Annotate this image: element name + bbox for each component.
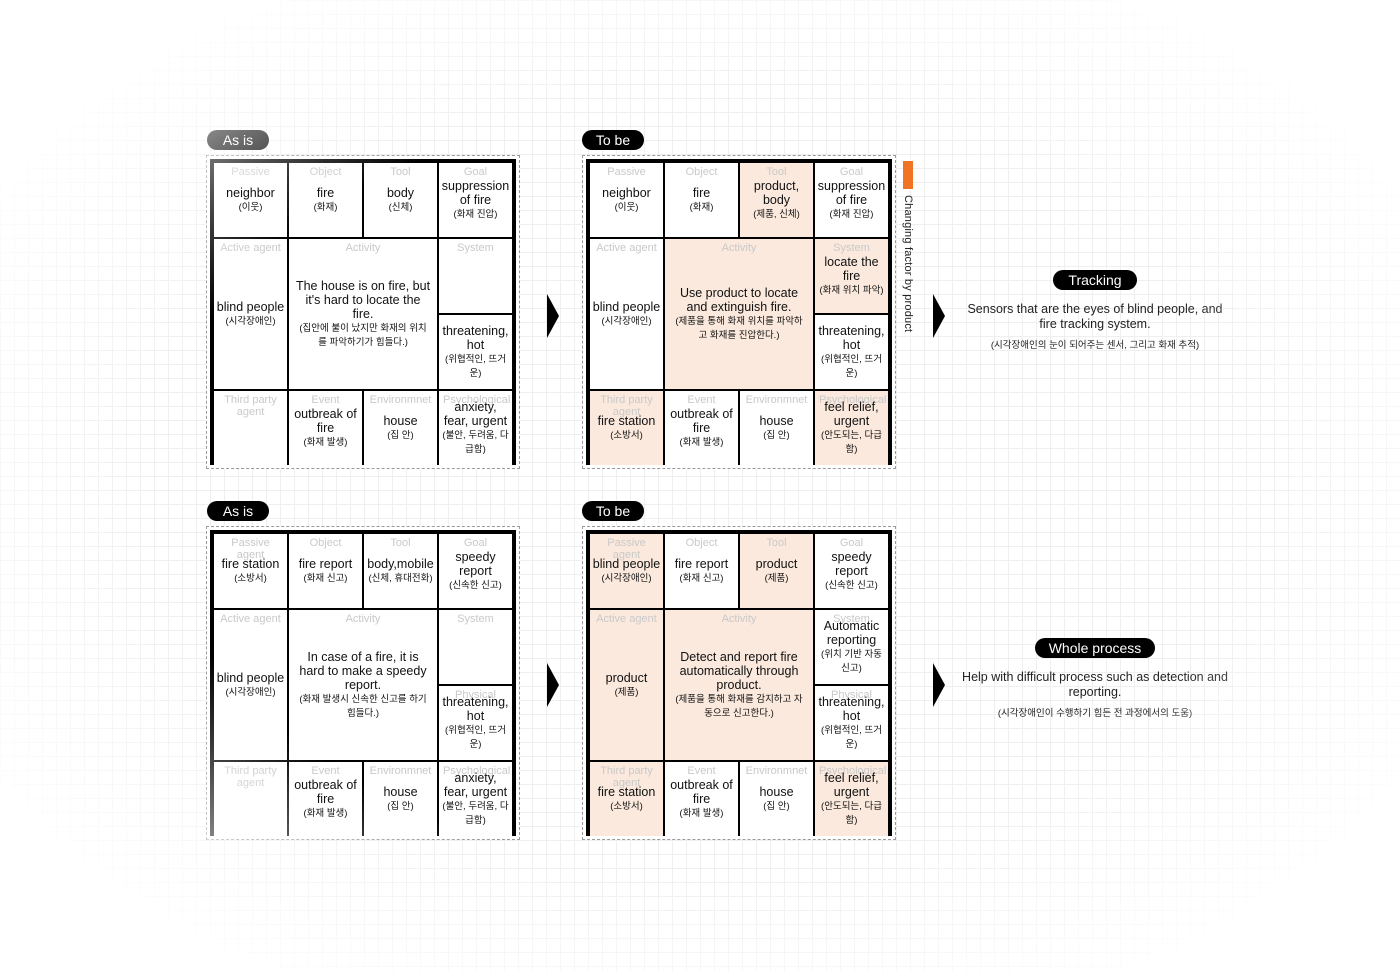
arrow-right-icon <box>933 294 945 338</box>
cell-system: System <box>439 239 512 313</box>
cell-third-party: Third party agent <box>214 391 287 465</box>
side-title: Tracking <box>1053 270 1137 290</box>
side-title: Whole process <box>1035 638 1155 658</box>
side-note-tracking: Tracking Sensors that are the eyes of bl… <box>960 270 1230 352</box>
arrow-right-icon <box>933 663 945 707</box>
side-note-whole-process: Whole process Help with difficult proces… <box>960 638 1230 720</box>
cell-third-party: Third party agent <box>214 762 287 836</box>
to-be-label-2: To be <box>582 501 644 521</box>
side-korean-description: (시각장애인이 수행하기 힘든 전 과정에서의 도움) <box>997 708 1193 719</box>
changing-factor-label: Changing factor by product <box>902 195 914 333</box>
cell-physical: threatening, hot(위협적인, 뜨거운) <box>439 315 512 389</box>
side-korean-description: (시각장애인의 눈이 되어주는 센서, 그리고 화재 추적) <box>990 340 1200 351</box>
to-be-label-1: To be <box>582 130 644 150</box>
as-is-label-1: As is <box>207 130 269 150</box>
cell-physical: threatening, hot(위협적인, 뜨거운) <box>815 315 888 389</box>
side-description: Sensors that are the eyes of blind peopl… <box>967 302 1223 331</box>
arrow-right-icon <box>547 294 559 338</box>
cell-system: System <box>439 610 512 684</box>
arrow-right-icon <box>547 663 559 707</box>
side-description: Help with difficult process such as dete… <box>962 670 1228 699</box>
as-is-label-2: As is <box>207 501 269 521</box>
changing-factor-marker <box>903 161 913 189</box>
